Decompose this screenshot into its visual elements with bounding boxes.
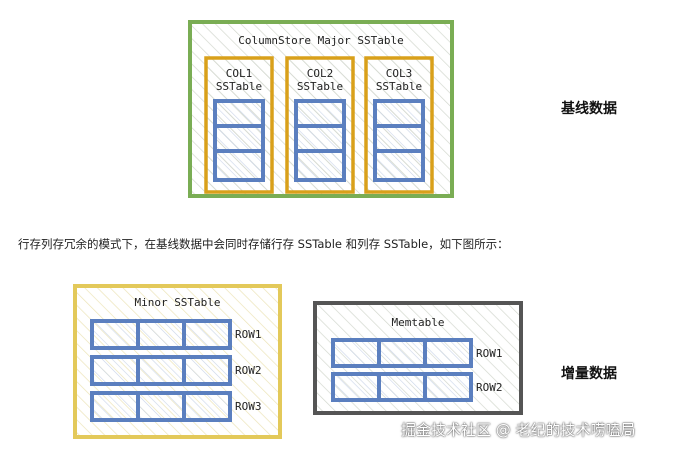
memtable-row2-label: ROW2 bbox=[476, 381, 503, 394]
col2-cell-3 bbox=[294, 149, 346, 182]
col3-cell-1 bbox=[373, 99, 425, 128]
column-sstable-1 bbox=[204, 56, 274, 194]
memtable-row-1 bbox=[331, 338, 473, 368]
minor-row-3 bbox=[90, 391, 232, 422]
memtable-row1-label: ROW1 bbox=[476, 347, 503, 360]
minor-row-2 bbox=[90, 355, 232, 386]
col3-type: SSTable bbox=[375, 80, 423, 93]
column-sstable-3 bbox=[364, 56, 434, 194]
minor-row-1 bbox=[90, 319, 232, 350]
col3-cell-3 bbox=[373, 149, 425, 182]
col2-name: COL2 bbox=[306, 67, 334, 80]
memtable-title: Memtable bbox=[391, 316, 445, 329]
minor-row2-label: ROW2 bbox=[235, 364, 262, 377]
col3-label: COL3 SSTable bbox=[366, 67, 432, 93]
col2-type: SSTable bbox=[296, 80, 344, 93]
col2-cell-2 bbox=[294, 124, 346, 153]
col1-cell-1 bbox=[213, 99, 265, 128]
col3-name: COL3 bbox=[385, 67, 413, 80]
caption-text: 行存列存冗余的模式下，在基线数据中会同时存储行存 SSTable 和列存 SST… bbox=[18, 237, 509, 251]
col3-cell-2 bbox=[373, 124, 425, 153]
col1-cell-2 bbox=[213, 124, 265, 153]
col2-label: COL2 SSTable bbox=[287, 67, 353, 93]
memtable-row-2 bbox=[331, 372, 473, 402]
col2-cell-1 bbox=[294, 99, 346, 128]
watermark: 掘金技术社区 @ 老纪的技术唠嗑局 bbox=[401, 421, 636, 439]
minor-row3-label: ROW3 bbox=[235, 400, 262, 413]
col1-type: SSTable bbox=[215, 80, 263, 93]
minor-row1-label: ROW1 bbox=[235, 328, 262, 341]
col1-label: COL1 SSTable bbox=[206, 67, 272, 93]
col1-name: COL1 bbox=[225, 67, 253, 80]
baseline-side-label: 基线数据 bbox=[561, 101, 617, 117]
column-sstable-2 bbox=[285, 56, 355, 194]
col1-cell-3 bbox=[213, 149, 265, 182]
baseline-title: ColumnStore Major SSTable bbox=[238, 34, 404, 47]
incremental-side-label: 增量数据 bbox=[561, 366, 617, 382]
minor-title: Minor SSTable bbox=[134, 296, 221, 309]
